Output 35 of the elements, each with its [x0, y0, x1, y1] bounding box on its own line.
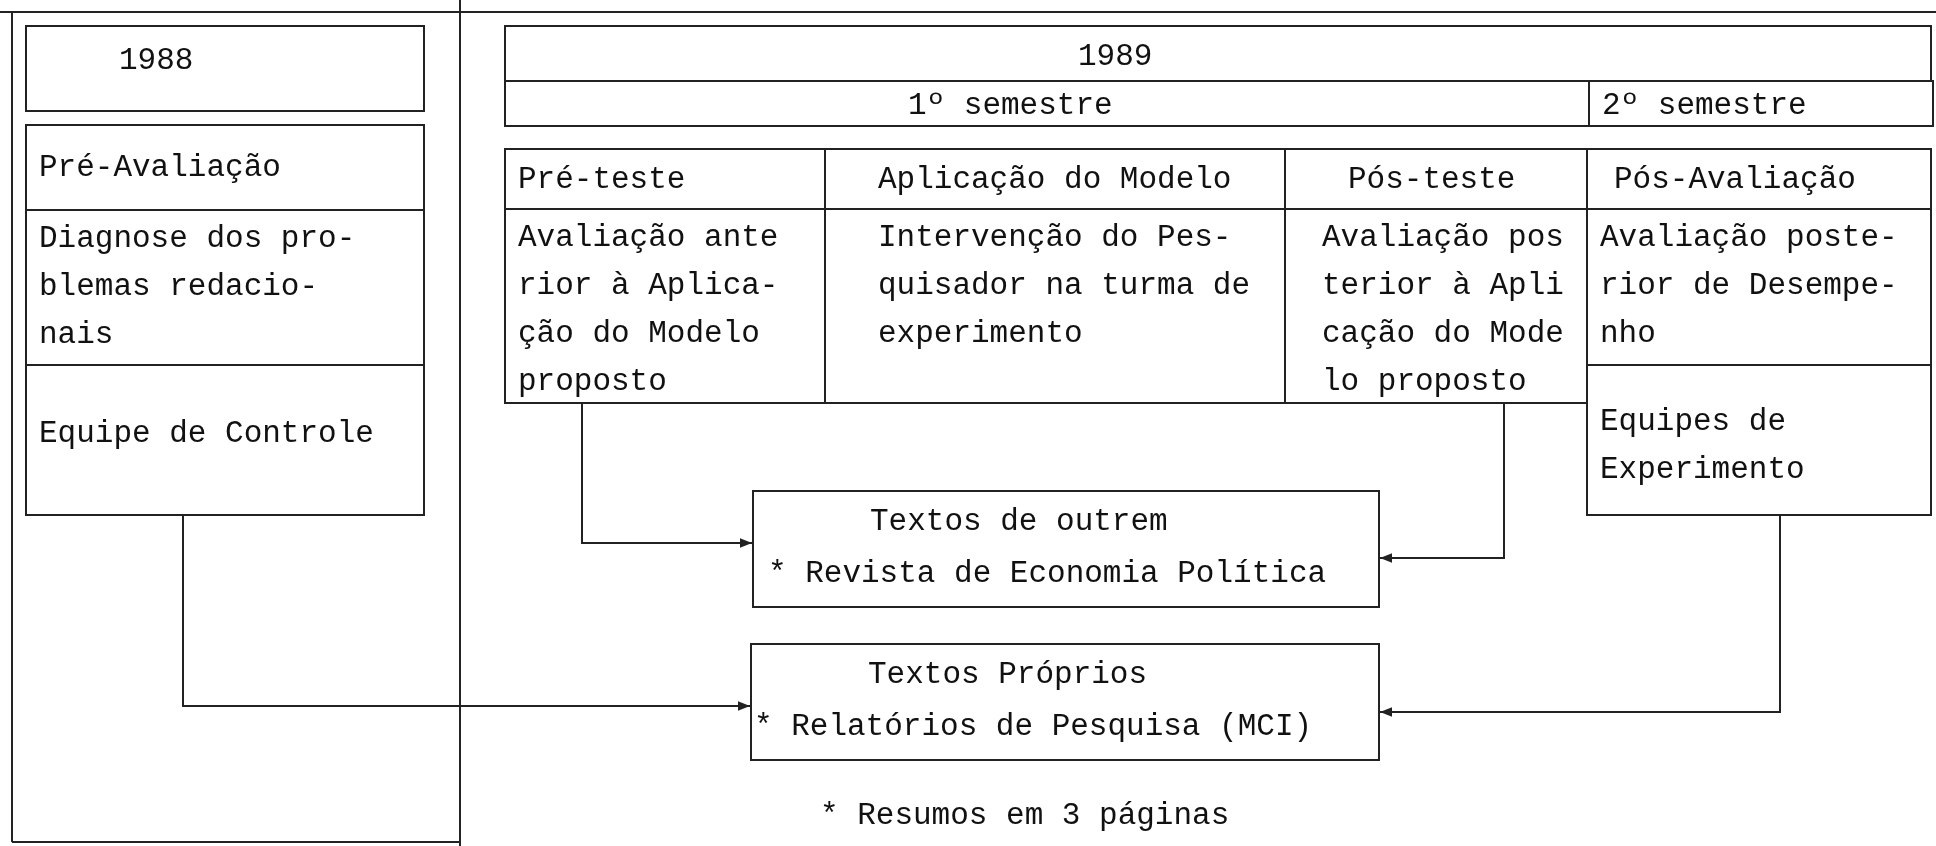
box-heading: 2º semestre: [1602, 87, 1808, 125]
description-text: Avaliação pos terior à Apli cação do Mode lo proposto: [1322, 219, 1565, 401]
list-item: * Relatórios de Pesquisa (MCI): [754, 708, 1313, 746]
box-heading: 1988: [119, 42, 195, 80]
phase-column-box: [824, 148, 1286, 404]
phase-column-box: [25, 124, 425, 516]
box-heading: Pré-Avaliação: [39, 149, 282, 187]
description-text: Equipe de Controle: [39, 415, 375, 453]
box-heading: 1989: [1078, 38, 1154, 76]
phase-column-box: [1284, 148, 1588, 404]
description-text: Intervenção do Pes- quisador na turma de experimento: [878, 219, 1252, 353]
box-heading: Textos de outrem: [870, 503, 1168, 541]
box-heading: 1º semestre: [908, 87, 1114, 125]
connector-arrow: [1379, 515, 1781, 717]
year-header-box: [25, 25, 425, 112]
description-text: Equipes de Experimento: [1600, 403, 1806, 489]
box-heading: Textos Próprios: [868, 656, 1148, 694]
year-header-box: [504, 25, 1932, 127]
description-text: Avaliação poste- rior de Desempe- nho: [1600, 219, 1899, 353]
connector-arrow: [182, 515, 751, 711]
box-heading: Pré-teste: [518, 161, 687, 199]
footnote-text: * Resumos em 3 páginas: [820, 797, 1230, 835]
box-heading: Pós-teste: [1348, 161, 1517, 199]
list-item: * Revista de Economia Política: [768, 555, 1327, 593]
text-source-box: [752, 490, 1380, 608]
connector-arrow: [581, 403, 753, 548]
text-source-box: [750, 643, 1380, 761]
box-heading: Pós-Avaliação: [1614, 161, 1857, 199]
phase-column-box: [504, 148, 826, 404]
connector-arrow: [1379, 403, 1505, 563]
semester-header-box: [1588, 80, 1934, 127]
box-heading: Aplicação do Modelo: [878, 161, 1233, 199]
description-text: Diagnose dos pro- blemas redacio- nais: [39, 220, 357, 354]
description-text: Avaliação ante rior à Aplica- ção do Modelo proposto: [518, 219, 780, 401]
phase-column-box: [1586, 148, 1932, 516]
